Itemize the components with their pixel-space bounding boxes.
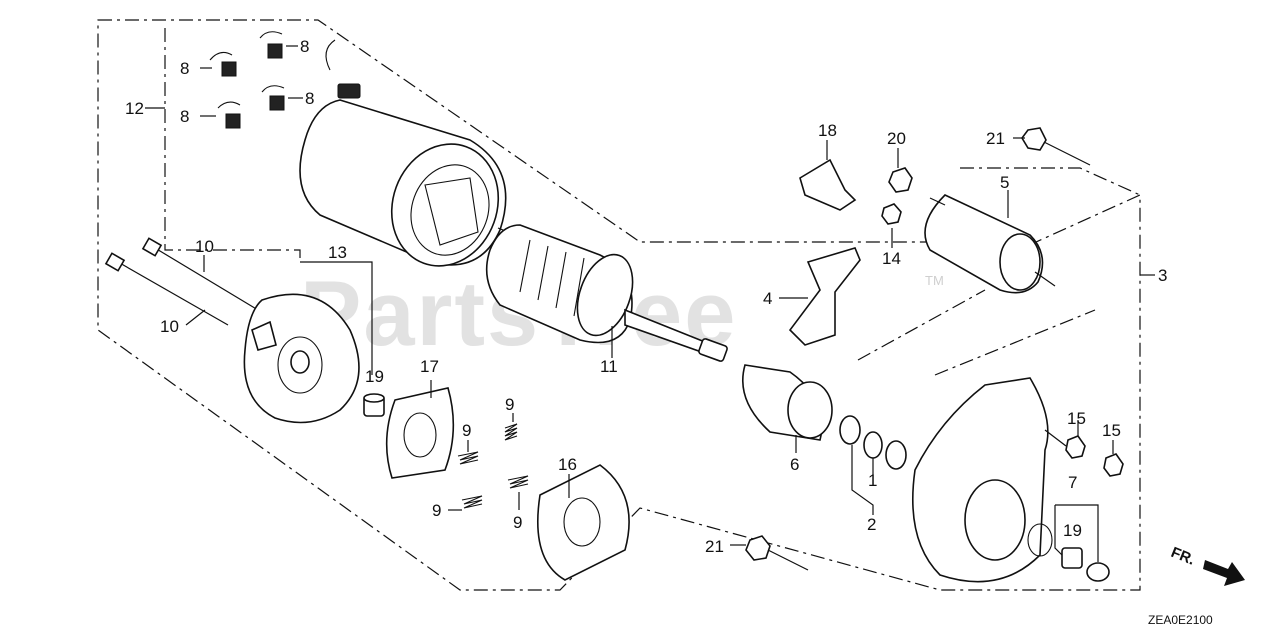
callout-9: 9 bbox=[462, 421, 471, 440]
rear-cover[interactable] bbox=[243, 293, 360, 424]
brush-group-outline bbox=[164, 28, 301, 262]
terminal-nut[interactable] bbox=[888, 167, 913, 193]
solenoid-bolt[interactable] bbox=[1021, 127, 1091, 166]
solenoid-mount-line-2 bbox=[934, 309, 1096, 376]
callout-20: 20 bbox=[887, 129, 906, 148]
callout-1: 1 bbox=[868, 471, 877, 490]
brush-icon bbox=[217, 101, 241, 129]
callout-labels: 12 8 8 8 8 10 10 13 19 17 9 9 9 9 16 11 … bbox=[125, 37, 1167, 556]
front-direction-indicator: FR. bbox=[1169, 544, 1245, 586]
through-bolt-upper[interactable] bbox=[141, 237, 259, 311]
callout-12: 12 bbox=[125, 99, 144, 118]
snap-ring[interactable] bbox=[863, 431, 883, 459]
housing-bolt[interactable] bbox=[745, 535, 809, 571]
callout-17: 17 bbox=[420, 357, 439, 376]
callout-21: 21 bbox=[705, 537, 724, 556]
solenoid-group-outline bbox=[960, 167, 1141, 196]
brush-icon bbox=[259, 31, 283, 59]
armature[interactable] bbox=[485, 224, 728, 362]
callout-7: 7 bbox=[1068, 473, 1077, 492]
housing-nut[interactable] bbox=[1044, 429, 1086, 459]
thrust-washer[interactable] bbox=[885, 440, 907, 470]
callout-2: 2 bbox=[867, 515, 876, 534]
solenoid-mount-line bbox=[857, 289, 986, 361]
callout-10: 10 bbox=[160, 317, 179, 336]
callout-21: 21 bbox=[986, 129, 1005, 148]
front-housing[interactable] bbox=[912, 377, 1053, 583]
brush-holder[interactable] bbox=[537, 464, 630, 581]
leader-lines bbox=[145, 45, 1155, 562]
direction-label: FR. bbox=[1169, 544, 1198, 569]
callout-9: 9 bbox=[432, 501, 441, 520]
callout-8: 8 bbox=[180, 59, 189, 78]
callout-8: 8 bbox=[300, 37, 309, 56]
motor-assembly-outline bbox=[97, 19, 1141, 591]
stop-ring[interactable] bbox=[839, 415, 861, 445]
brush-plate[interactable] bbox=[385, 387, 455, 479]
bushing-rear[interactable] bbox=[363, 393, 385, 417]
callout-4: 4 bbox=[763, 289, 772, 308]
housing-nut-2[interactable] bbox=[1103, 453, 1124, 477]
callout-13: 13 bbox=[328, 243, 347, 262]
callout-9: 9 bbox=[513, 513, 522, 532]
callout-6: 6 bbox=[790, 455, 799, 474]
shift-lever[interactable] bbox=[788, 247, 861, 346]
callout-18: 18 bbox=[818, 121, 837, 140]
callout-10: 10 bbox=[195, 237, 214, 256]
spring-icon bbox=[461, 495, 483, 509]
terminal-cover[interactable] bbox=[799, 158, 857, 211]
callout-15: 15 bbox=[1102, 421, 1121, 440]
callout-9: 9 bbox=[505, 395, 514, 414]
callout-15: 15 bbox=[1067, 409, 1086, 428]
arrow-right-icon bbox=[1203, 560, 1245, 586]
terminal-nut-small[interactable] bbox=[881, 203, 902, 225]
callout-16: 16 bbox=[558, 455, 577, 474]
callout-5: 5 bbox=[1000, 173, 1009, 192]
spring-set[interactable] bbox=[457, 423, 529, 509]
watermark-trademark: TM bbox=[925, 273, 944, 288]
through-bolt-lower[interactable] bbox=[104, 252, 229, 326]
drawing-code: ZEA0E2100 bbox=[1148, 613, 1213, 627]
callout-11: 11 bbox=[600, 357, 618, 376]
callout-8: 8 bbox=[180, 107, 189, 126]
dust-cap[interactable] bbox=[1086, 562, 1110, 582]
callout-14: 14 bbox=[882, 249, 901, 268]
pinion-clutch[interactable] bbox=[741, 364, 833, 441]
yoke-housing[interactable] bbox=[299, 39, 515, 281]
spring-icon bbox=[457, 451, 479, 465]
brush-icon bbox=[261, 85, 285, 111]
brush-icon bbox=[209, 51, 237, 77]
callout-8: 8 bbox=[305, 89, 314, 108]
callout-19: 19 bbox=[1063, 521, 1082, 540]
solenoid[interactable] bbox=[924, 194, 1056, 294]
bushing-front[interactable] bbox=[1061, 547, 1083, 569]
callout-19: 19 bbox=[365, 367, 384, 386]
callout-3: 3 bbox=[1158, 266, 1167, 285]
brush-set[interactable] bbox=[209, 31, 285, 129]
spring-icon bbox=[507, 475, 529, 489]
spring-icon bbox=[504, 423, 518, 441]
